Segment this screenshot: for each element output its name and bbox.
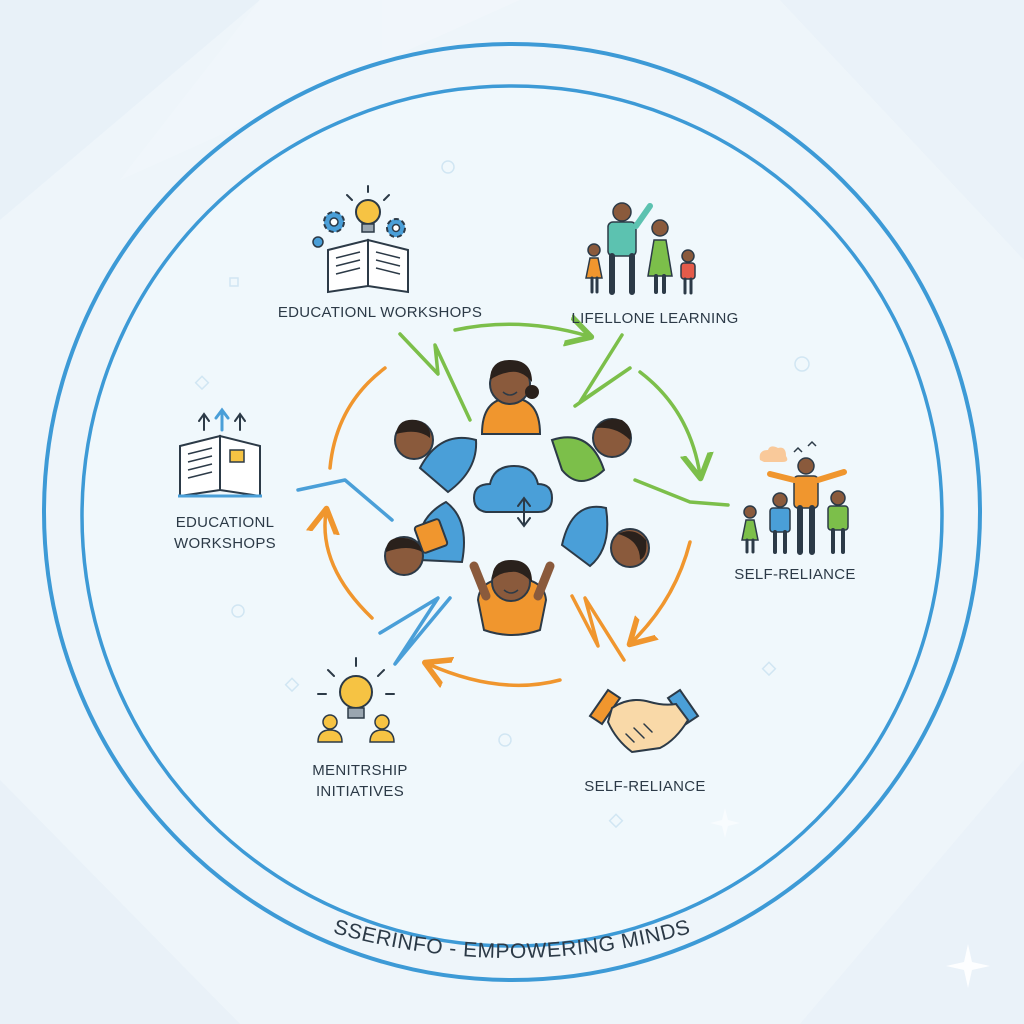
arrow-green-right: [638, 370, 700, 475]
person-top: [480, 360, 542, 435]
label-text: SELF-RELIANCE: [584, 778, 706, 795]
label-line-2: WORKSHOPS: [174, 535, 276, 552]
arrow-green-top: [453, 324, 588, 336]
sparkle-icon: [946, 944, 990, 988]
arrow-orange-bottom: [428, 664, 562, 685]
label-educational-workshops-left: EDUCATIONL WORKSHOPS: [150, 512, 300, 554]
person-lower-right: [560, 505, 650, 568]
group-cheering-icon: [741, 440, 849, 555]
bulb-people-icon: [317, 657, 395, 743]
label-educational-workshops-top: EDUCATIONL WORKSHOPS: [270, 302, 490, 323]
handshake-icon: [588, 688, 700, 754]
cloud-sync-icon: [472, 464, 554, 528]
inner-ring: [80, 84, 944, 948]
label-line-1: EDUCATIONL: [175, 514, 275, 531]
label-self-reliance-right: SELF-RELIANCE: [725, 564, 865, 585]
label-text: LIFELLONE LEARNING: [571, 310, 739, 327]
central-people-circle: [384, 360, 650, 636]
arrow-orange-right: [632, 540, 692, 642]
label-text: EDUCATIONL WORKSHOPS: [277, 304, 483, 321]
arrow-orange-left: [325, 512, 374, 620]
person-bottom: [469, 560, 555, 636]
cycle-arrows: [325, 324, 700, 685]
family-icon: [585, 202, 696, 295]
label-line-1: MENITRSHIP: [312, 762, 408, 779]
book-arrows-icon: [178, 407, 262, 498]
person-upper-right: [550, 418, 632, 482]
label-line-2: INITIATIVES: [315, 783, 405, 800]
label-self-reliance-bottom: SELF-RELIANCE: [570, 776, 720, 797]
outer-ring: [42, 42, 982, 982]
person-lower-left: [384, 500, 465, 576]
label-lifelong-learning: LIFELLONE LEARNING: [560, 308, 750, 329]
person-upper-left: [394, 419, 478, 494]
label-text: SELF-RELIANCE: [734, 566, 856, 583]
connector-lines: [296, 332, 730, 666]
arrow-orange-topleft: [328, 366, 387, 470]
label-mentorship-initiatives: MENITRSHIP INITIATIVES: [280, 760, 440, 802]
book-gears-bulb-icon: [312, 185, 409, 294]
